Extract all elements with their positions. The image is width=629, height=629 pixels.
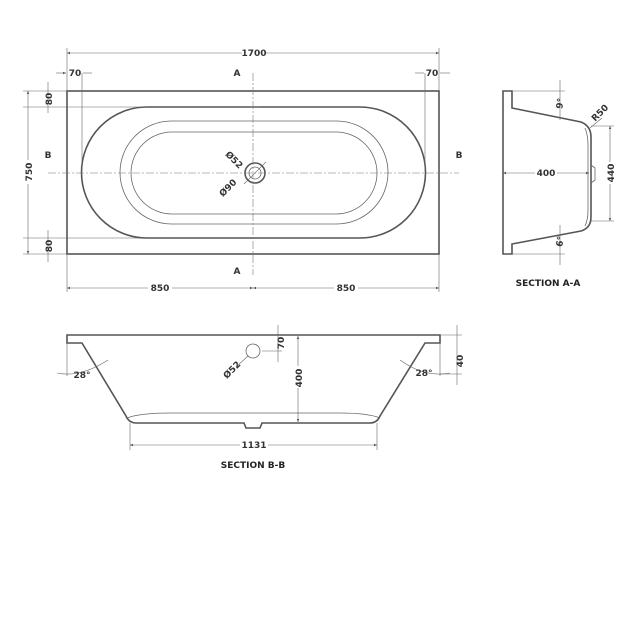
dim-rim-top: 80	[45, 93, 55, 106]
section-a-marker-top: A	[234, 69, 241, 79]
dim-a-angle-bottom: 6°	[555, 235, 567, 247]
section-b-title: SECTION B-B	[221, 461, 286, 471]
section-a-a: 400 440 R50 9° 6° SECTION A-A	[502, 80, 617, 289]
dim-waste-outer: Ø90	[217, 177, 239, 199]
dim-b-depth: 400	[295, 369, 305, 388]
overflow-hole	[245, 343, 261, 359]
dim-half-left: 850	[151, 284, 170, 294]
dim-overall-length: 1700	[241, 49, 266, 59]
dim-a-depth: 400	[537, 169, 556, 179]
section-a-title: SECTION A-A	[516, 279, 581, 289]
dim-b-overflow-diameter: Ø52	[221, 359, 243, 381]
waste-leader	[243, 161, 267, 185]
dim-a-angle-top: 9°	[555, 97, 567, 109]
dim-b-base-length: 1131	[241, 441, 266, 451]
section-b-profile	[66, 334, 441, 429]
plan-view: 1700 70 70 A A B B 750 80 80 850 850 Ø52…	[22, 47, 463, 294]
bath-inner-rim	[80, 106, 427, 239]
section-b-b: Ø52 70 400 40 28° 28° 1131 SECTION B-B	[56, 325, 466, 471]
section-b-marker-left: B	[45, 151, 52, 161]
dim-b-angle-left: 28°	[73, 371, 90, 381]
dim-overall-width: 750	[25, 163, 35, 182]
dim-end-offset-right: 70	[426, 69, 439, 79]
dim-b-angle-right: 28°	[415, 369, 432, 379]
section-a-marker-bottom: A	[234, 267, 241, 277]
section-b-marker-right: B	[456, 151, 463, 161]
dim-half-right: 850	[337, 284, 356, 294]
dim-rim-bottom: 80	[45, 240, 55, 253]
bath-floor-outer	[119, 120, 389, 225]
dim-a-radius: R50	[590, 103, 611, 124]
dim-b-rim-height: 40	[456, 355, 466, 368]
dim-waste-inner: Ø52	[223, 149, 245, 171]
dim-a-base-width: 440	[607, 164, 617, 183]
dim-b-overflow-offset: 70	[277, 337, 287, 350]
section-a-profile	[502, 90, 592, 255]
dim-end-offset-left: 70	[69, 69, 82, 79]
